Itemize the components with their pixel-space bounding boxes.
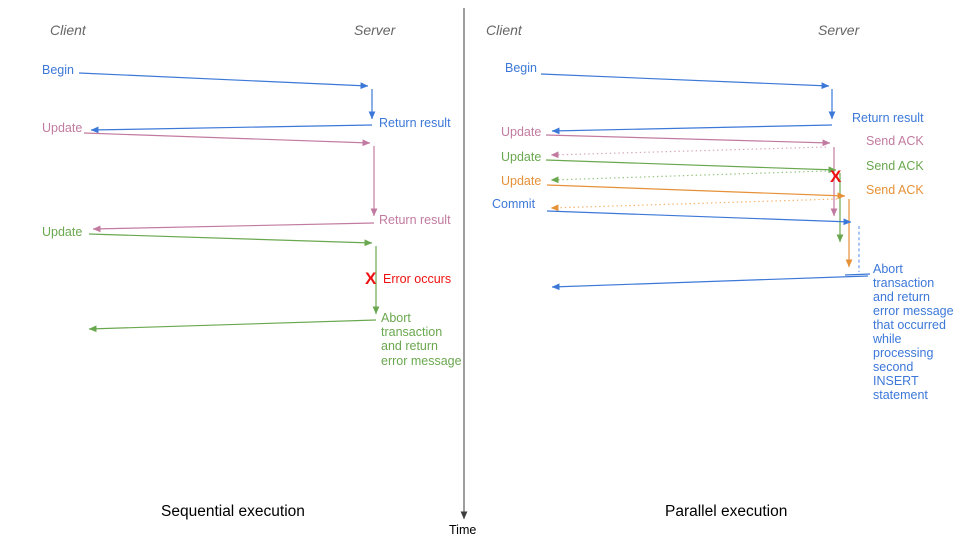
par-return-result-label: Return result bbox=[852, 111, 924, 125]
par-processing-end-tick bbox=[844, 273, 871, 276]
par-client-header: Client bbox=[486, 22, 522, 38]
seq-begin-label: Begin bbox=[42, 63, 74, 77]
seq-error-x-icon: X bbox=[365, 269, 377, 288]
seq-error-occurs-label: Error occurs bbox=[383, 272, 452, 286]
par-update3-request-arrow bbox=[546, 184, 846, 200]
par-abort-response-arrow bbox=[551, 275, 869, 291]
par-update1-request-arrow bbox=[545, 134, 831, 147]
par-update-2-label: Update bbox=[501, 150, 542, 164]
time-axis-label: Time bbox=[449, 523, 477, 537]
seq-update-1-label: Update bbox=[42, 121, 83, 135]
par-begin-request-arrow bbox=[540, 73, 830, 90]
seq-abort-note: Abort transaction and return error messa… bbox=[381, 311, 462, 368]
par-commit-request-arrow bbox=[546, 210, 852, 226]
seq-update1-response-arrow bbox=[92, 222, 375, 233]
par-update-1-label: Update bbox=[501, 125, 542, 139]
seq-return-result-1-label: Return result bbox=[379, 116, 451, 130]
par-commit-label: Commit bbox=[492, 197, 536, 211]
par-update-3-label: Update bbox=[501, 174, 542, 188]
seq-update1-request-arrow bbox=[83, 132, 371, 147]
par-send-ack-3-label: Send ACK bbox=[866, 183, 924, 197]
par-panel-title: Parallel execution bbox=[665, 503, 788, 520]
seq-server-header: Server bbox=[354, 22, 396, 38]
par-begin-response-arrow bbox=[551, 124, 833, 135]
par-begin-label: Begin bbox=[505, 61, 537, 75]
par-update2-request-arrow bbox=[545, 159, 837, 174]
par-error-x-icon: X bbox=[830, 167, 842, 186]
par-update1-ack-arrow bbox=[550, 146, 827, 159]
seq-update2-request-arrow bbox=[88, 233, 373, 247]
seq-panel-title: Sequential execution bbox=[161, 503, 305, 520]
seq-return-result-2-label: Return result bbox=[379, 213, 451, 227]
par-send-ack-1-label: Send ACK bbox=[866, 134, 924, 148]
seq-begin-request-arrow bbox=[78, 72, 369, 90]
parallel-panel-lines bbox=[540, 73, 871, 291]
par-abort-note: Abort transaction and return error messa… bbox=[873, 262, 954, 402]
seq-begin-response-arrow bbox=[90, 124, 373, 134]
sequential-panel-lines bbox=[78, 72, 380, 333]
seq-abort-response-arrow bbox=[88, 319, 377, 333]
seq-client-header: Client bbox=[50, 22, 86, 38]
par-update3-ack-arrow bbox=[550, 198, 838, 212]
seq-update-2-label: Update bbox=[42, 225, 83, 239]
par-update2-ack-arrow bbox=[550, 170, 827, 184]
par-send-ack-2-label: Send ACK bbox=[866, 159, 924, 173]
par-server-header: Server bbox=[818, 22, 860, 38]
